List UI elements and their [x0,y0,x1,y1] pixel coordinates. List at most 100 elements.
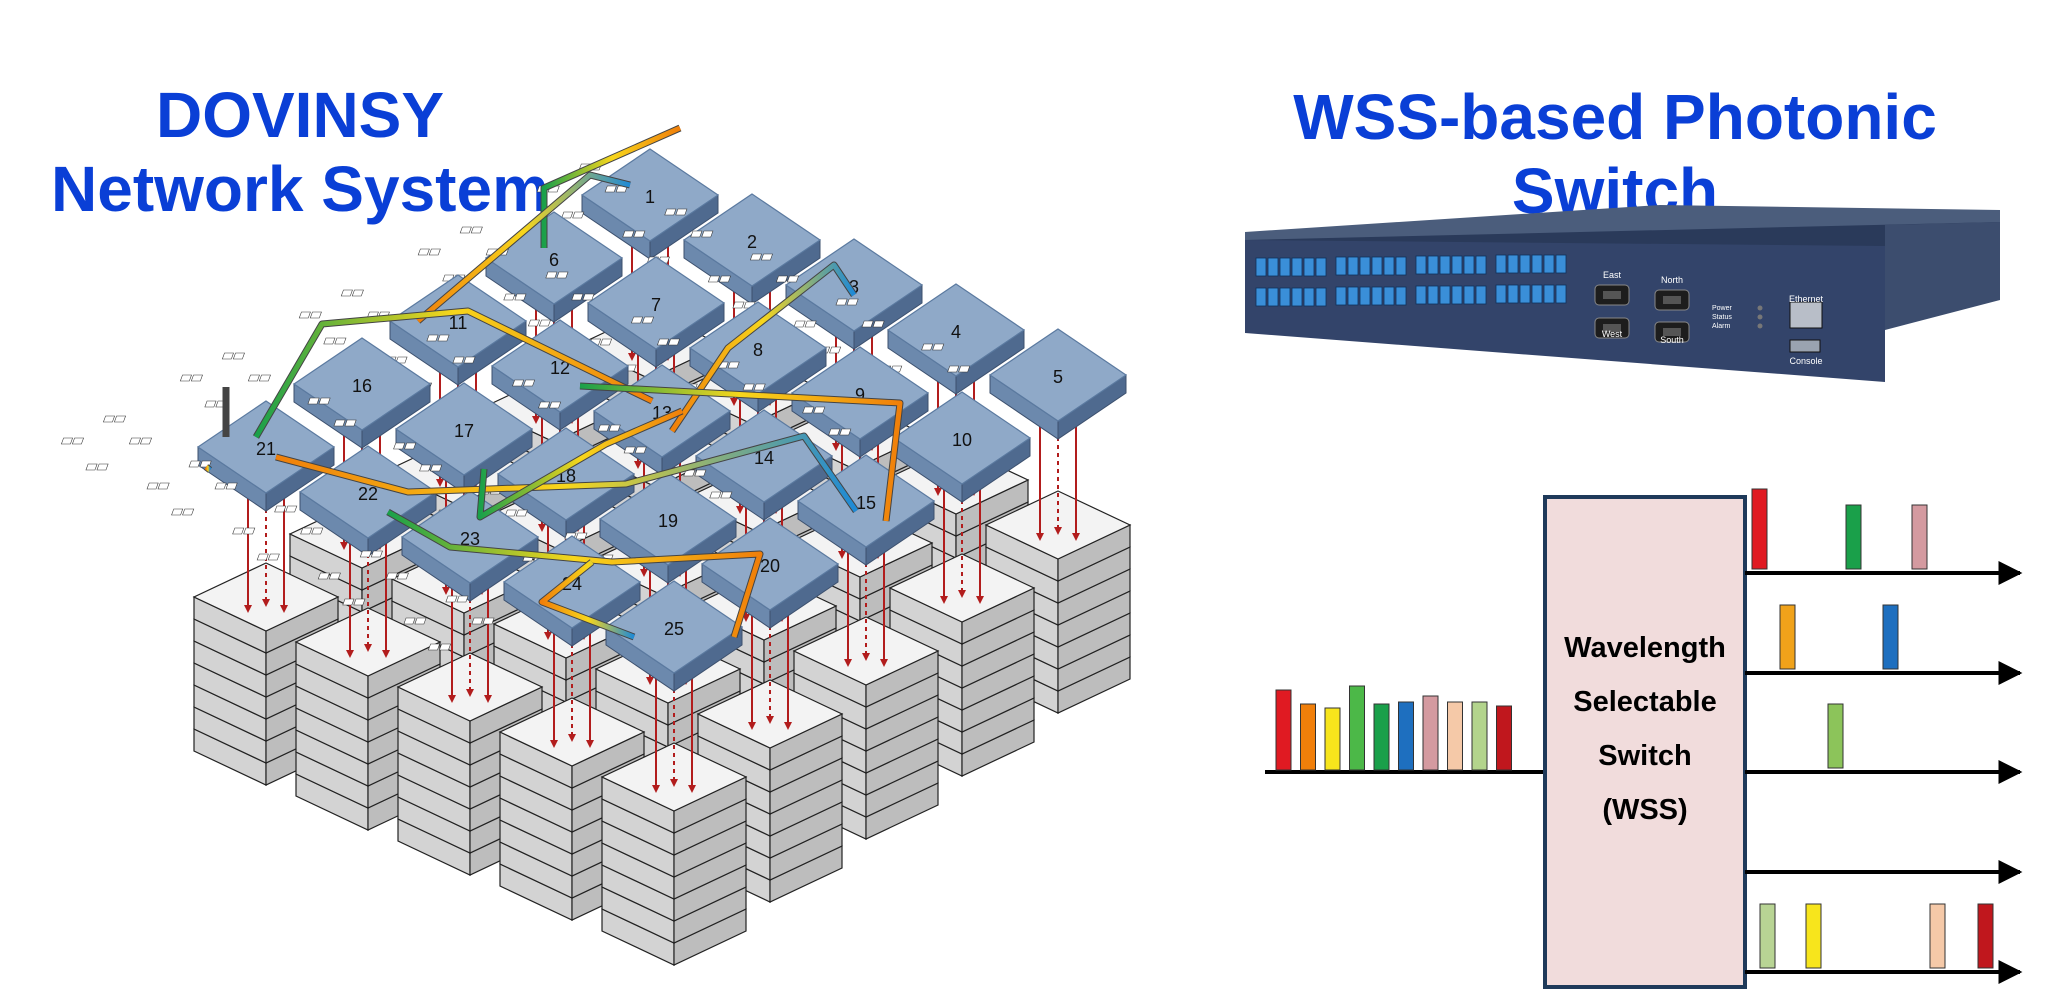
port-arrow-icon [404,442,417,450]
port-arrow-icon [340,289,353,297]
red-arrow-head [466,689,474,697]
optical-path [477,408,683,520]
fiber-port [1463,285,1475,305]
fiber-port [1543,284,1555,304]
dovinsy-title: DOVINSY Network System [40,78,560,226]
port-arrow-icon [718,275,731,283]
port-arrow-icon [351,289,364,297]
port-arrow-icon [709,491,722,499]
wss-box [1543,495,1747,989]
switch-number: 8 [753,340,763,360]
fiber-port [1495,284,1507,304]
switch-number: 21 [256,439,276,459]
red-arrow-head [940,596,948,604]
fiber-port [1395,256,1407,276]
output-wavelength-bar [1845,504,1862,570]
fiber-port [1255,257,1267,277]
port-arrow-icon [804,320,817,328]
port-arrow-icon [102,415,115,423]
port-arrow-icon [71,437,84,445]
switch-top [586,256,726,350]
port-arrow-icon [813,406,826,414]
port-arrow-icon [749,253,762,261]
connector-core [1663,328,1681,336]
power-label: Power [1712,305,1733,312]
fiber-port [1555,254,1567,274]
port-arrow-icon [232,527,245,535]
port-arrow-icon [139,437,152,445]
red-arrow-head [340,542,348,550]
fiber-port [1519,254,1531,274]
port-arrow-icon [214,482,227,490]
switch-top [886,283,1026,377]
switch-number: 16 [352,376,372,396]
switch-number: 4 [951,322,961,342]
port-arrow-icon [707,275,720,283]
west-label: West [1602,329,1623,339]
fiber-port [1439,285,1451,305]
port-arrow-icon [622,230,635,238]
switch-number: 25 [664,619,684,639]
port-arrow-icon [334,337,347,345]
connector-core [1603,324,1621,332]
red-arrow-head [766,716,774,724]
port-arrow-icon [732,301,745,309]
port-arrow-icon [128,437,141,445]
fiber-port [1383,256,1395,276]
port-arrow-icon [311,527,324,535]
fiber-port [1531,254,1543,274]
optical-path [416,172,631,323]
port-arrow-icon [527,319,540,327]
red-arrow-head [784,722,792,730]
south-label: South [1660,335,1684,345]
red-arrow-head [730,398,738,406]
optical-path [539,560,635,640]
fiber-port [1451,285,1463,305]
port-arrow-icon [403,617,416,625]
port-arrow-icon [318,397,331,405]
input-wavelength-bar [1471,701,1488,771]
wss-label-line3: Switch [1598,740,1691,772]
output-wavelength-bar [1977,903,1994,969]
input-wavelength-bar [1349,685,1365,771]
fiber-port [1427,285,1439,305]
output-fibers [1745,488,2023,984]
port-arrow-icon [430,464,443,472]
red-arrow-head [634,461,642,469]
fiber-port [1291,287,1303,307]
port-arrow-icon [317,572,330,580]
connector-core [1663,296,1681,304]
port-arrow-icon [642,316,655,324]
output-wavelength-bar [1759,903,1776,969]
switch-top [784,238,924,332]
switch-node-11: 11 [298,274,528,386]
port-arrow-icon [556,271,569,279]
fiber-port [1371,256,1383,276]
switch-top [400,490,540,584]
input-wavelength-bar [1373,703,1390,771]
switch-number: 2 [747,232,757,252]
port-arrow-icon [333,419,346,427]
port-arrow-icon [157,482,170,490]
wss-label-line1: Wavelength [1564,632,1726,664]
port-arrow-icon [835,298,848,306]
switch-number: 6 [549,250,559,270]
red-arrow-head [262,599,270,607]
red-arrow-head [628,353,636,361]
port-arrow-icon [274,505,287,513]
port-arrow-icon [753,383,766,391]
optical-path [204,465,212,472]
port-arrow-icon [633,230,646,238]
port-arrow-icon [370,550,383,558]
port-arrow-icon [958,365,971,373]
ethernet-port-icon [1789,301,1823,329]
port-arrow-icon [342,598,355,606]
port-arrow-icon [243,527,256,535]
output-wavelength-bar [1929,903,1946,969]
port-arrow-icon [597,424,610,432]
fiber-port [1359,256,1371,276]
red-arrow-head [838,551,846,559]
fiber-port [1495,254,1507,274]
switch-top [700,517,840,611]
port-arrow-icon [503,293,516,301]
